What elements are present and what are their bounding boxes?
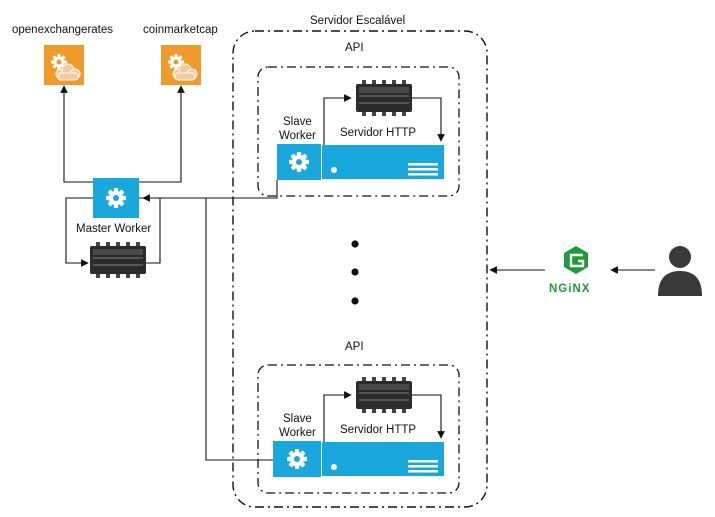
slave-master-connectors [142,180,278,461]
master-worker-gear-icon [106,188,126,208]
nginx-logo-text: NGiNX [549,283,590,295]
user-icon [658,246,702,296]
more-instances-ellipsis [351,240,359,305]
api-bottom-memory-chip-icon [356,377,412,413]
master-worker: Master Worker [76,178,151,278]
openexchangerates-cloud-gear-icon [43,44,85,86]
api-bottom-boundary [257,364,460,494]
http-server-bottom-server-icon [322,442,444,476]
nginx-logo [564,246,588,274]
http-server-top-server-icon [322,145,444,179]
api-top: API Slave Worker Servidor HTTP [257,42,460,197]
coinmarketcap-cloud-gear-icon [160,44,202,86]
http-server-bottom-label: Servidor HTTP [340,424,416,436]
slave-worker-bottom-gear-icon [287,449,307,469]
master-worker-label: Master Worker [76,223,151,235]
master-service-connectors [60,85,185,267]
scalable-server-boundary [232,30,488,508]
openexchangerates-label: openexchangerates [12,24,113,36]
api-top-label: API [345,42,364,54]
api-bottom-label: API [345,341,364,353]
api-bottom: API Slave Worker Servidor HTTP [257,341,460,494]
slave-worker-bottom-label-1: Slave [283,413,312,425]
api-top-memory-chip-icon [356,80,412,116]
slave-worker-bottom-label-2: Worker [279,427,316,439]
slave-worker-top-label-1: Slave [283,116,312,128]
master-memory-chip-icon [90,242,146,278]
slave-worker-top-gear-icon [289,152,309,172]
scalable-server-label: Servidor Escalável [310,15,405,27]
api-top-boundary [257,66,460,197]
coinmarketcap-label: coinmarketcap [143,24,218,36]
slave-worker-top-label-2: Worker [279,130,316,142]
nginx: NGiNX [549,246,590,295]
http-server-top-label: Servidor HTTP [340,127,416,139]
